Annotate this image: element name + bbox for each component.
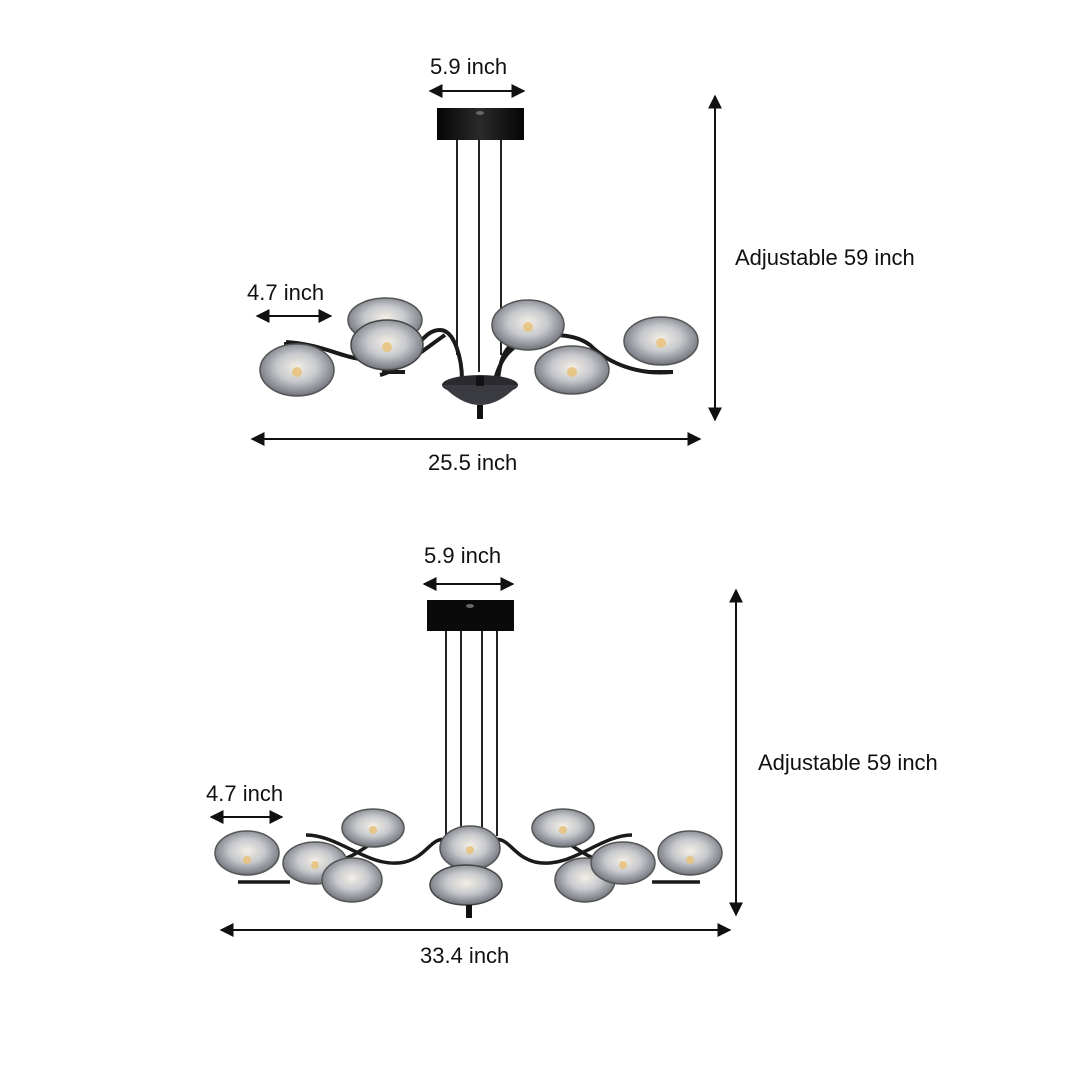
canopy — [427, 600, 514, 631]
canopy-width-label: 5.9 inch — [424, 543, 502, 568]
glass-shades — [214, 808, 723, 906]
arms — [305, 828, 633, 865]
chandelier-6-light-illustration — [250, 84, 722, 446]
height-label: Adjustable 59 inch — [758, 750, 938, 775]
canopy-width-label: 5.9 inch — [430, 54, 508, 79]
diagram-top: 5.9 inch 4.7 inch 25.5 inch Adjustable 5… — [0, 0, 1080, 520]
overall-width-label: 33.4 inch — [420, 943, 510, 968]
shade-width-label: 4.7 inch — [247, 280, 325, 305]
height-label: Adjustable 59 inch — [735, 245, 915, 270]
shade-width-label: 4.7 inch — [206, 781, 284, 806]
overall-width-label: 25.5 inch — [428, 450, 518, 475]
